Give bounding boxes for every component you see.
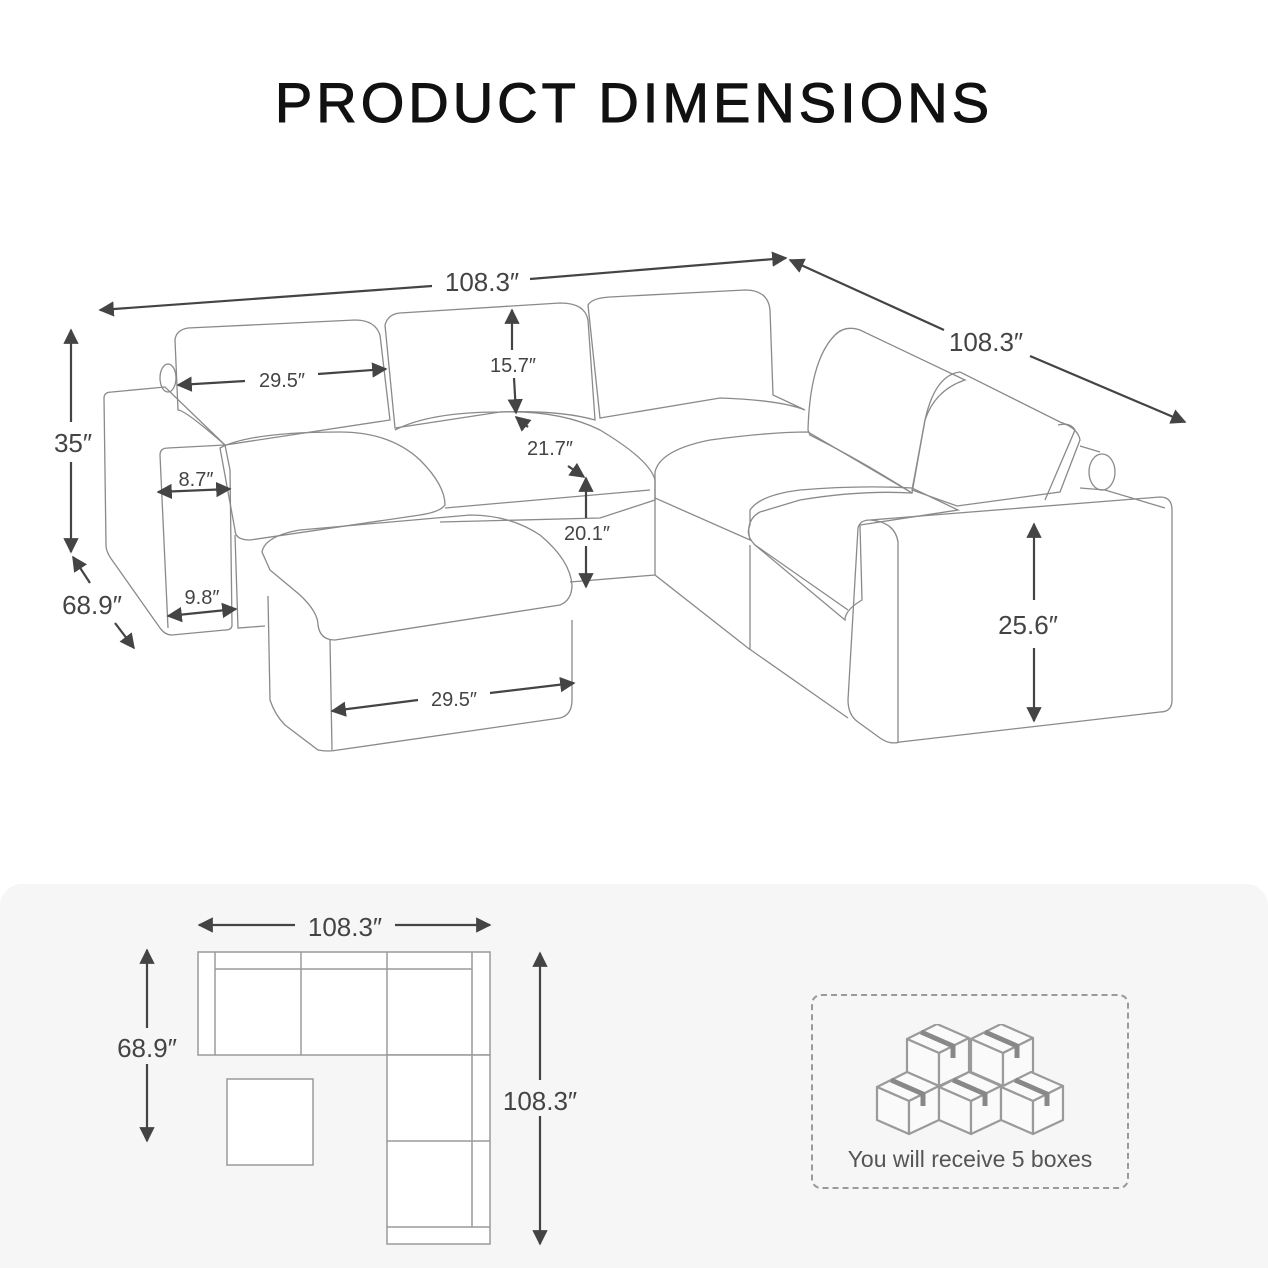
dim-arm-height: 25.6″ — [998, 610, 1058, 640]
dim-depth-left: 68.9″ — [62, 590, 122, 620]
dim-total-height: 35″ — [54, 428, 92, 458]
package-info-card: You will receive 5 boxes — [811, 994, 1129, 1189]
package-label: You will receive 5 boxes — [847, 1146, 1093, 1172]
top-dim-depth-right: 108.3″ — [503, 1086, 577, 1116]
sofa-isometric-drawing: 108.3″ 108.3″ 35″ 68.9″ 29.5″ 15.7″ 21.7… — [54, 251, 1187, 752]
page-title: PRODUCT DIMENSIONS — [274, 71, 994, 135]
width-arrow-left — [98, 284, 433, 317]
dim-arm-bottom-width: 9.8″ — [185, 587, 220, 609]
dim-arm-top-width: 8.7″ — [179, 469, 214, 491]
dim-total-width: 108.3″ — [445, 267, 519, 297]
dim-back-height: 15.7″ — [490, 355, 536, 377]
top-dim-depth-left: 68.9″ — [117, 1033, 177, 1063]
top-view-ottoman — [226, 1078, 314, 1166]
bottom-panel — [0, 884, 1268, 1268]
dim-ottoman-width: 29.5″ — [431, 689, 477, 711]
boxes-icon — [875, 1024, 1065, 1136]
dim-seat-width: 29.5″ — [259, 370, 305, 392]
dim-seat-height: 20.1″ — [564, 523, 610, 545]
dim-seat-depth: 21.7″ — [527, 438, 573, 460]
top-view-outline — [197, 951, 491, 1245]
top-dim-width: 108.3″ — [308, 912, 382, 942]
width-arrow-right — [529, 251, 788, 281]
dim-total-depth-right: 108.3″ — [949, 327, 1023, 357]
